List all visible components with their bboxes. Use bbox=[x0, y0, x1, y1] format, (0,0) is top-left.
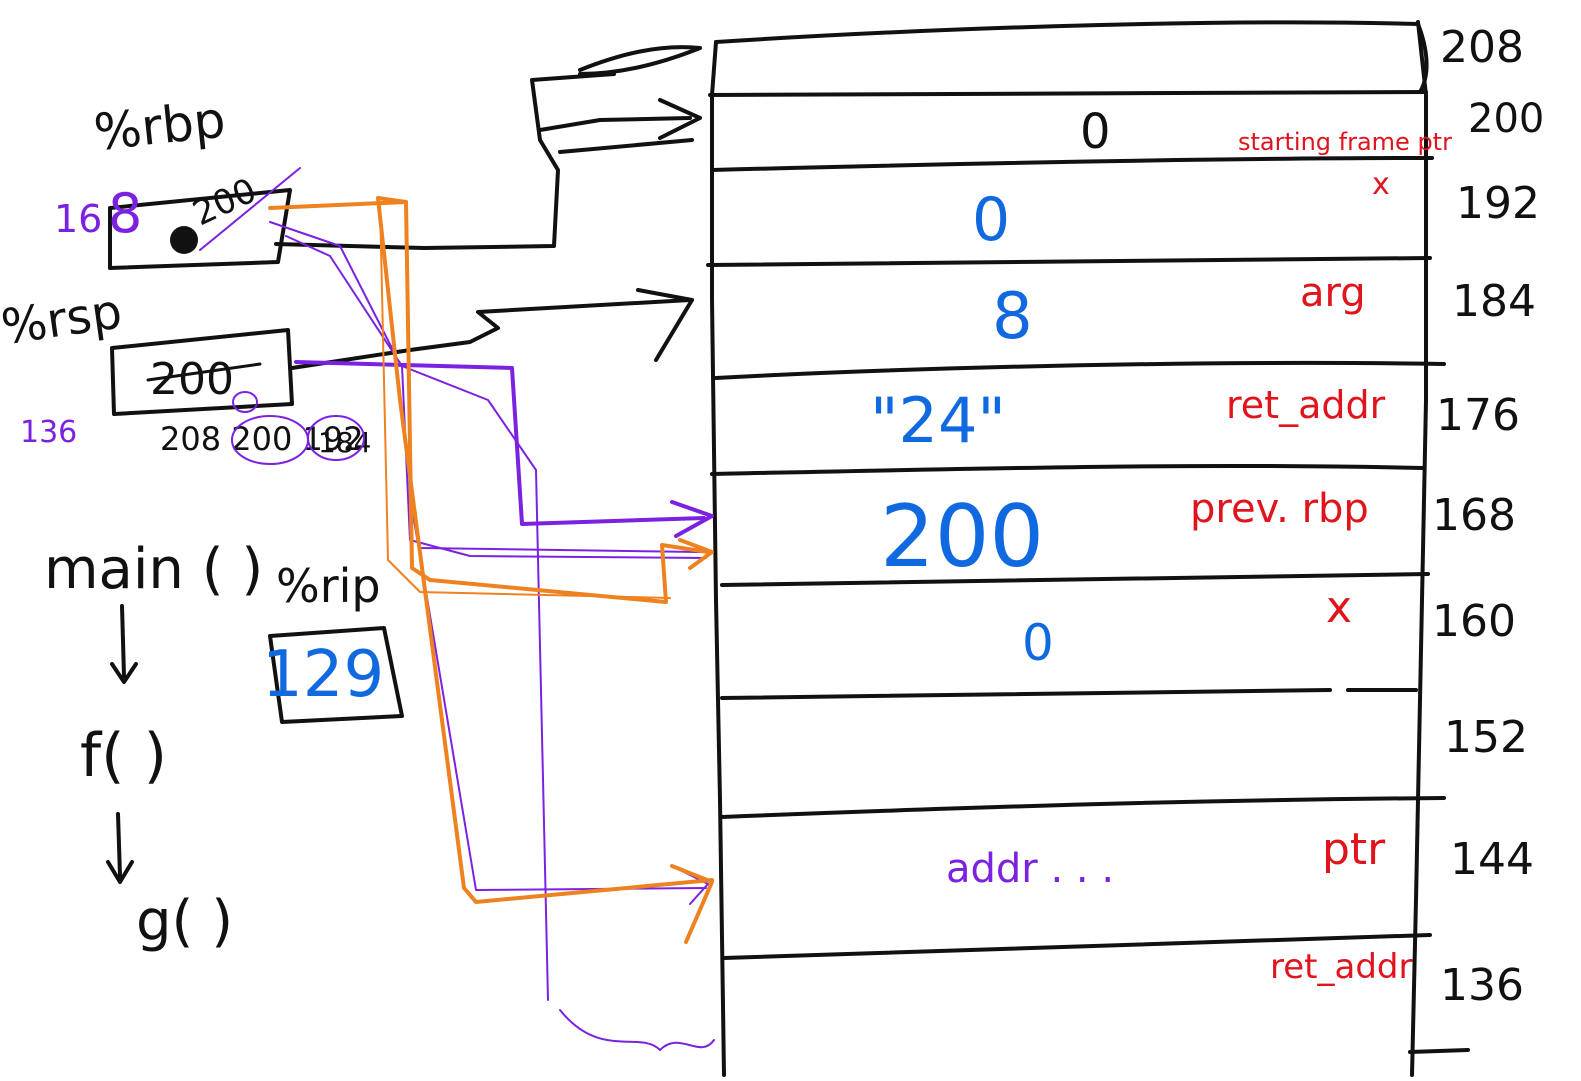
field-label: ptr bbox=[1322, 824, 1386, 875]
cell-value: 200 bbox=[880, 487, 1044, 587]
stack-field-labels: starting frame ptr x arg ret_addr prev. … bbox=[1190, 128, 1452, 987]
field-label: ret_addr bbox=[1226, 383, 1386, 427]
register-rsp: %rsp 200 136 208 200 192 184 bbox=[0, 284, 371, 465]
stack-values: 0 0 8 "24" 200 0 addr . . . bbox=[870, 104, 1114, 892]
call-chain-main: main ( ) bbox=[44, 537, 263, 602]
address-row-label: 200 bbox=[1468, 96, 1544, 142]
register-label: %rbp bbox=[91, 91, 228, 162]
cell-value: "24" bbox=[870, 384, 1006, 457]
address-row-label: 176 bbox=[1436, 390, 1520, 441]
cell-value: 0 bbox=[972, 185, 1010, 255]
field-label: x bbox=[1372, 167, 1390, 202]
cell-value: addr . . . bbox=[946, 846, 1114, 892]
black-pointer-arrows bbox=[274, 45, 702, 370]
field-label: x bbox=[1326, 582, 1352, 633]
register-old-values: 208 200 192 bbox=[160, 420, 364, 458]
address-top: 208 bbox=[1440, 22, 1524, 73]
address-row-label: 136 bbox=[1440, 960, 1524, 1011]
cell-value: 0 bbox=[1080, 104, 1111, 160]
stack-memory bbox=[706, 20, 1470, 1077]
address-row-label: 192 bbox=[1456, 178, 1540, 229]
call-chain-g: g( ) bbox=[136, 889, 233, 954]
register-value: 200 bbox=[187, 170, 263, 234]
address-row-label: 160 bbox=[1432, 596, 1516, 647]
call-chain: main ( ) f( ) g( ) bbox=[44, 537, 263, 954]
field-label: ret_addr bbox=[1270, 947, 1412, 987]
address-row-label: 144 bbox=[1450, 834, 1534, 885]
purple-pointer-arrows bbox=[269, 221, 715, 1051]
register-rip: %rip 129 bbox=[262, 559, 404, 724]
cell-value: 8 bbox=[992, 280, 1033, 354]
register-note: 16 bbox=[54, 197, 102, 241]
stack-addresses: 208 200 192 184 176 168 160 152 144 136 bbox=[1432, 22, 1544, 1011]
register-label: %rip bbox=[276, 559, 381, 613]
address-row-label: 152 bbox=[1444, 712, 1528, 763]
register-label: %rsp bbox=[0, 284, 125, 356]
register-rbp: %rbp 16 8 200 bbox=[54, 91, 301, 270]
register-value: 129 bbox=[262, 638, 384, 712]
address-row-label: 168 bbox=[1432, 490, 1516, 541]
call-chain-f: f( ) bbox=[80, 721, 167, 791]
register-old-value: 8 bbox=[108, 182, 142, 245]
orange-pointer-arrows bbox=[268, 196, 714, 944]
register-note: 136 bbox=[20, 415, 77, 450]
field-label: arg bbox=[1300, 270, 1366, 316]
field-label: prev. rbp bbox=[1190, 486, 1369, 532]
field-label-starting-frame-ptr: starting frame ptr bbox=[1238, 128, 1452, 156]
address-row-label: 184 bbox=[1452, 276, 1536, 327]
cell-value: 0 bbox=[1022, 614, 1054, 672]
register-value: 200 bbox=[150, 354, 234, 405]
